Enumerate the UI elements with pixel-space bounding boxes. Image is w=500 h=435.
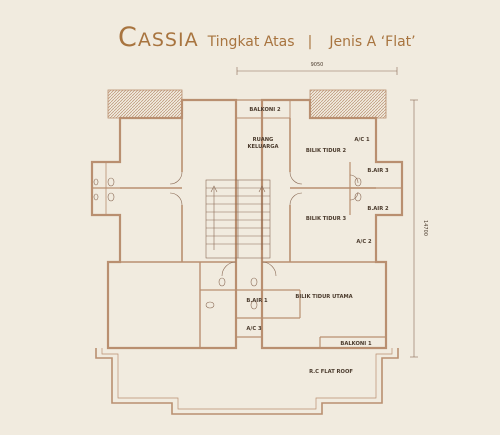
staircase [205,179,271,259]
dimension-depth [410,99,418,358]
dimension-width-label: 9050 [311,62,324,68]
label-ruang-keluarga-1: RUANG [253,137,274,143]
label-bilik-tidur-utama: BILIK TIDUR UTAMA [295,294,352,300]
label-flat-roof: R.C FLAT ROOF [309,369,353,375]
label-b-air-3: B.AIR 3 [367,168,389,174]
label-ac-1: A/C 1 [354,137,370,143]
roof-tile-right [309,89,387,119]
dimension-depth-label: 14700 [422,220,428,236]
unit-type-label: Jenis A ‘Flat’ [329,34,416,50]
roof-tile-left [107,89,183,119]
label-b-air-1: B.AIR 1 [246,298,268,304]
building-walls [90,98,404,415]
label-ruang-keluarga-2: KELUARGA [247,144,278,150]
label-b-air-2: B.AIR 2 [367,206,389,212]
plan-title: Cassia Tingkat Atas | Jenis A ‘Flat’ [118,22,416,53]
label-bilik-tidur-2: BILIK TIDUR 2 [306,148,347,154]
house-name: Cassia [118,22,199,53]
title-separator: | [307,34,313,50]
floor-label: Tingkat Atas [207,34,295,50]
door-swings [169,171,359,277]
label-ac-2: A/C 2 [356,239,372,245]
label-ac-3: A/C 3 [246,326,262,332]
label-balkoni-2: BALKONI 2 [249,107,281,113]
label-bilik-tidur-3: BILIK TIDUR 3 [306,216,347,222]
bathroom-fixtures [93,177,362,310]
label-balkoni-1: BALKONI 1 [340,341,372,347]
dimension-width [236,67,398,75]
